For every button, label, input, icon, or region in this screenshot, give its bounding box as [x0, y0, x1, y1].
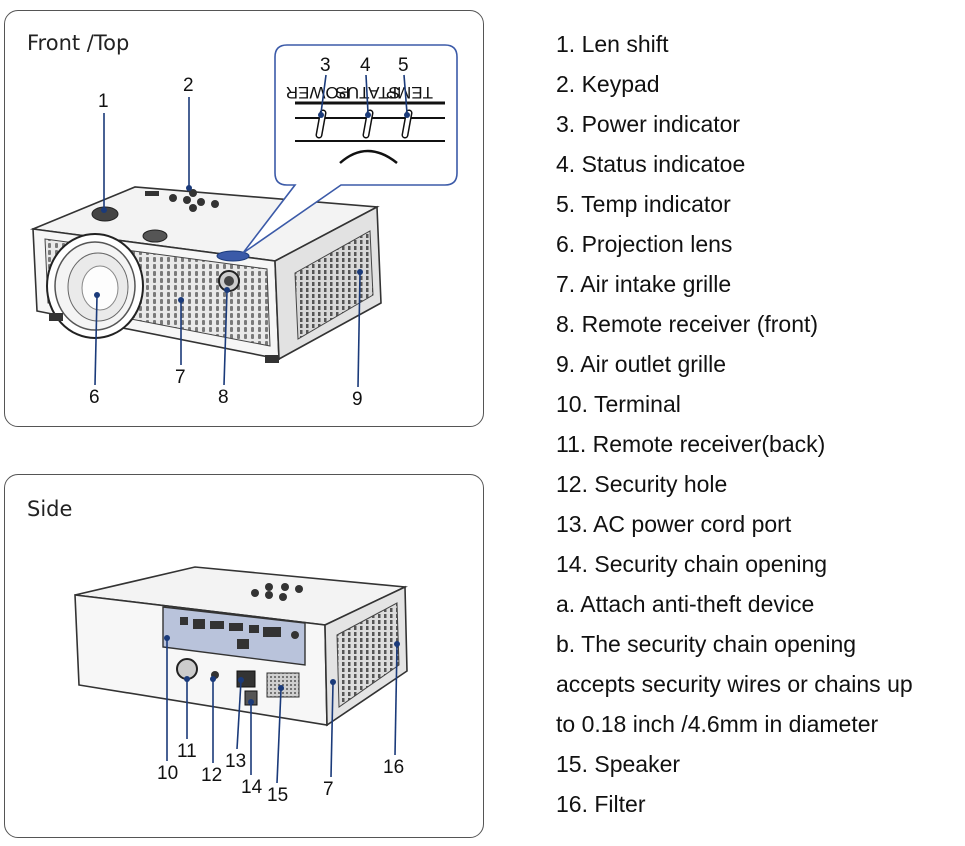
- legend-list: 1. Len shift 2. Keypad 3. Power indicato…: [556, 24, 961, 824]
- inset-label-temp: TEMP: [386, 83, 433, 102]
- callout-13: 13: [225, 751, 246, 772]
- legend-item: 7. Air intake grille: [556, 271, 732, 297]
- legend-item: 9. Air outlet grille: [556, 351, 727, 377]
- projector-side-body: [74, 566, 408, 727]
- front-top-illustration: POWER STATUS TEMP 1 2 3 4 5 6 7: [29, 44, 458, 410]
- legend-item: 14. Security chain opening: [556, 551, 828, 577]
- side-illustration: 10 11 12 13 14 15 7 16: [74, 566, 408, 806]
- callout-7: 7: [175, 367, 186, 388]
- legend-item: 4. Status indicatoe: [556, 151, 746, 177]
- legend-item: to 0.18 inch /4.6mm in diameter: [556, 711, 879, 737]
- inset-label-status: STATUS: [335, 83, 400, 102]
- indicator-inset: POWER STATUS TEMP: [242, 44, 458, 254]
- indicator-strip: [216, 250, 250, 262]
- legend-item: 1. Len shift: [556, 31, 669, 57]
- front-top-title: Front /Top: [27, 31, 130, 55]
- lens-shift-knob: [91, 206, 119, 222]
- legend-item: 2. Keypad: [556, 71, 660, 97]
- legend-item: 10. Terminal: [556, 391, 681, 417]
- callout-14: 14: [241, 777, 263, 798]
- speaker: [266, 672, 300, 698]
- front-top-panel: Front /Top: [4, 10, 484, 427]
- callout-1: 1: [98, 91, 109, 112]
- callout-9: 9: [352, 389, 363, 410]
- callout-3: 3: [320, 55, 331, 76]
- legend-item: accepts security wires or chains up: [556, 671, 913, 697]
- callout-7-side: 7: [323, 779, 334, 800]
- side-panel: Side: [4, 474, 484, 838]
- projection-lens: [46, 233, 144, 339]
- legend-item: 8. Remote receiver (front): [556, 311, 819, 337]
- legend-item: 16. Filter: [556, 791, 646, 817]
- inset-label-power: POWER: [286, 83, 350, 102]
- callout-16: 16: [383, 757, 404, 778]
- legend-item: 12. Security hole: [556, 471, 728, 497]
- legend-item: 3. Power indicator: [556, 111, 741, 137]
- callout-8: 8: [218, 387, 229, 408]
- keypad: [145, 189, 219, 212]
- legend-item: 5. Temp indicator: [556, 191, 731, 217]
- side-title: Side: [27, 497, 73, 521]
- projector-front-body: [29, 186, 382, 363]
- callout-15: 15: [267, 785, 288, 806]
- callout-2: 2: [183, 75, 194, 96]
- legend-item: 11. Remote receiver(back): [556, 431, 826, 457]
- callout-6: 6: [89, 387, 100, 408]
- legend-item: 6. Projection lens: [556, 231, 733, 257]
- callout-4: 4: [360, 55, 371, 76]
- legend-item: 13. AC power cord port: [556, 511, 792, 537]
- callout-12: 12: [201, 765, 222, 786]
- legend-item: b. The security chain opening: [556, 631, 857, 657]
- callout-10: 10: [157, 763, 178, 784]
- side-callouts: 10 11 12 13 14 15 7 16: [157, 635, 404, 806]
- legend-item: 15. Speaker: [556, 751, 681, 777]
- front-callouts: 1 2 3 4 5 6 7 8 9: [89, 55, 410, 410]
- callout-5: 5: [398, 55, 409, 76]
- callout-11: 11: [177, 741, 197, 762]
- legend-item: a. Attach anti-theft device: [556, 591, 815, 617]
